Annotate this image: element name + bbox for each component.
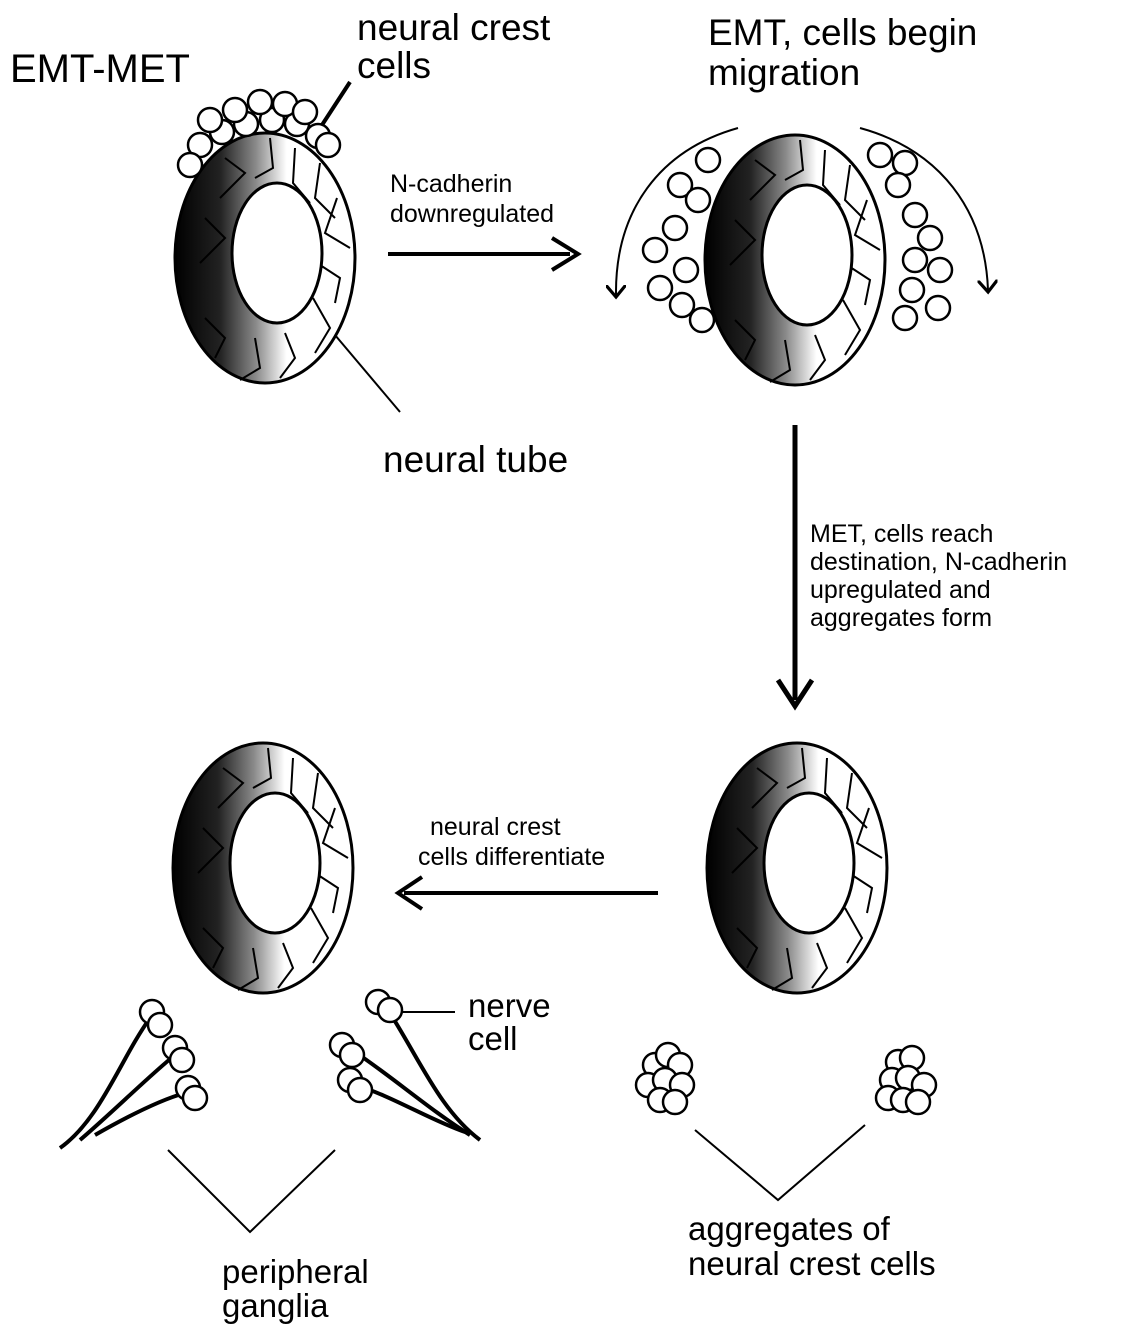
- neural-tube-aggregates: [707, 743, 887, 993]
- aggregate-right: [876, 1046, 936, 1114]
- met-step-label: MET, cells reach destination, N-cadherin…: [810, 520, 1074, 632]
- ganglion-left: [60, 1000, 207, 1148]
- nerve-cell-label: nerve cell: [468, 987, 560, 1057]
- peripheral-ganglia-label: peripheral ganglia: [222, 1253, 378, 1324]
- neural-crest-pointer-line: [322, 82, 350, 125]
- differentiate-label: neural crest cells differentiate: [418, 813, 605, 871]
- neural-tube-emt: [705, 135, 885, 385]
- emt-migration-label: EMT, cells begin migration: [708, 12, 988, 93]
- diagram-title: EMT-MET: [10, 47, 190, 91]
- aggregate-left: [636, 1043, 694, 1114]
- ganglia-bracket: [168, 1150, 335, 1232]
- aggregates-label: aggregates of neural crest cells: [688, 1210, 936, 1282]
- neural-crest-cells-label: neural crest cells: [357, 7, 561, 86]
- neural-tube-pointer-line: [335, 335, 400, 412]
- n-cadherin-down-label: N-cadherin downregulated: [390, 170, 554, 228]
- neural-tube-label: neural tube: [383, 439, 568, 480]
- aggregates-bracket: [695, 1125, 865, 1200]
- neural-tube-ganglia: [173, 743, 353, 993]
